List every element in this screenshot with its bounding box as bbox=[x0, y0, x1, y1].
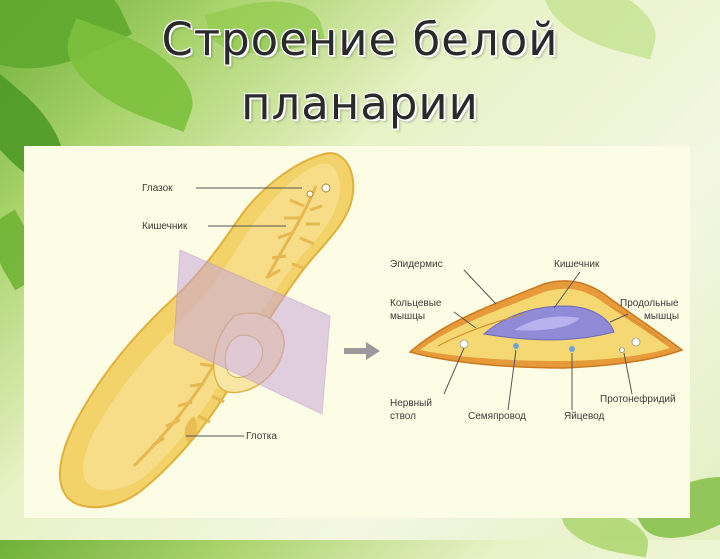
label-ring-muscles-2: мышцы bbox=[390, 311, 425, 322]
nerve-trunk-section bbox=[459, 339, 469, 349]
slide-title-line-1: Строение белой bbox=[161, 13, 559, 66]
label-oviduct: Яйцевод bbox=[564, 411, 605, 422]
eye-spot bbox=[321, 183, 331, 193]
section-plane bbox=[173, 249, 331, 415]
planaria-diagram: Глазок Кишечник Глотка bbox=[24, 146, 690, 518]
label-pharynx: Глотка bbox=[246, 431, 277, 442]
oviduct-section bbox=[569, 346, 575, 352]
slide-title: Строение белой планарии bbox=[0, 8, 720, 136]
label-nerve-trunk-2: ствол bbox=[390, 411, 416, 422]
label-eye: Глазок bbox=[142, 183, 173, 194]
nerve-trunk-section bbox=[631, 337, 641, 347]
label-nerve-trunk-1: Нервный bbox=[390, 398, 432, 409]
cross-section bbox=[408, 280, 684, 369]
protonephridium-section bbox=[619, 347, 625, 353]
right-leader-lines bbox=[443, 269, 633, 411]
label-sperm-duct: Семяпровод bbox=[468, 411, 526, 422]
left-leader-lines bbox=[186, 187, 302, 437]
label-protonephridium: Протонефридий bbox=[600, 393, 676, 405]
label-long-muscles-1: Продольные bbox=[620, 298, 679, 309]
eye-spot bbox=[306, 190, 314, 198]
label-ring-muscles-1: Кольцевые bbox=[390, 298, 442, 309]
slide-title-line-2: планарии bbox=[241, 77, 479, 130]
label-epidermis: Эпидермис bbox=[390, 259, 443, 270]
label-long-muscles-2: мышцы bbox=[644, 311, 679, 322]
arrow-icon bbox=[344, 342, 380, 360]
label-intestine-section: Кишечник bbox=[554, 259, 600, 270]
planaria-illustration: Глазок Кишечник Глотка bbox=[59, 152, 684, 509]
label-intestine: Кишечник bbox=[142, 221, 188, 232]
intestine-lumen bbox=[514, 316, 580, 331]
sperm-duct-section bbox=[513, 343, 519, 349]
